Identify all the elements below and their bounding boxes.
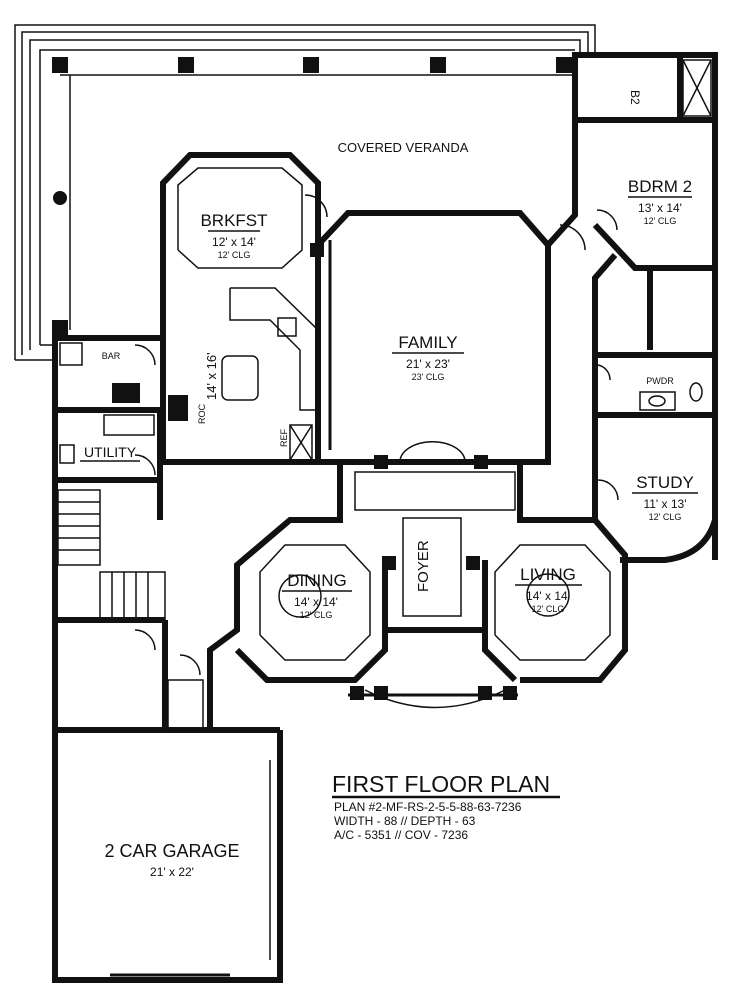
b2-label: B2 — [628, 90, 642, 105]
doors — [134, 194, 619, 676]
veranda-label: COVERED VERANDA — [338, 140, 469, 155]
study-size: 11' x 13' — [643, 497, 686, 511]
plan-dimensions: WIDTH - 88 // DEPTH - 63 — [334, 814, 476, 828]
brkfst-ceiling: 12' CLG — [218, 250, 251, 260]
family-label: FAMILY — [398, 333, 457, 352]
plan-number: PLAN #2-MF-RS-2-5-5-88-63-7236 — [334, 800, 522, 814]
staircase — [57, 489, 166, 621]
foyer-label: FOYER — [415, 540, 432, 592]
kitchen-size: 14' x 16' — [204, 352, 219, 400]
bar-label: BAR — [102, 351, 121, 361]
living-ceiling: 12' CLG — [532, 604, 565, 614]
study-ceiling: 12' CLG — [649, 512, 682, 522]
brkfst-size: 12' x 14' — [212, 235, 256, 249]
utility-label: UTILITY — [84, 444, 137, 460]
family-ceiling: 23' CLG — [412, 372, 445, 382]
dining-label: DINING — [287, 571, 347, 590]
bdrm2-label: BDRM 2 — [628, 177, 692, 196]
walls — [52, 52, 718, 983]
family-size: 21' x 23' — [406, 357, 450, 371]
structural-columns — [310, 243, 517, 700]
plan-title: FIRST FLOOR PLAN — [332, 771, 550, 797]
veranda-railing — [14, 24, 596, 361]
bdrm2-ceiling: 12' CLG — [644, 216, 677, 226]
garage-label: 2 CAR GARAGE — [104, 841, 239, 861]
plan-areas: A/C - 5351 // COV - 7236 — [334, 828, 468, 842]
bdrm2-size: 13' x 14' — [638, 201, 682, 215]
dining-size: 14' x 14' — [294, 595, 338, 609]
garage-size: 21' x 22' — [150, 865, 194, 879]
roc-label: ROC — [197, 404, 207, 425]
veranda-columns — [52, 57, 572, 336]
brkfst-label: BRKFST — [200, 211, 267, 230]
pwdr-label: PWDR — [646, 376, 674, 386]
ref-label: REF — [279, 428, 289, 447]
dining-ceiling: 12' CLG — [300, 610, 333, 620]
study-label: STUDY — [636, 473, 694, 492]
living-size: 14' x 14' — [526, 589, 570, 603]
